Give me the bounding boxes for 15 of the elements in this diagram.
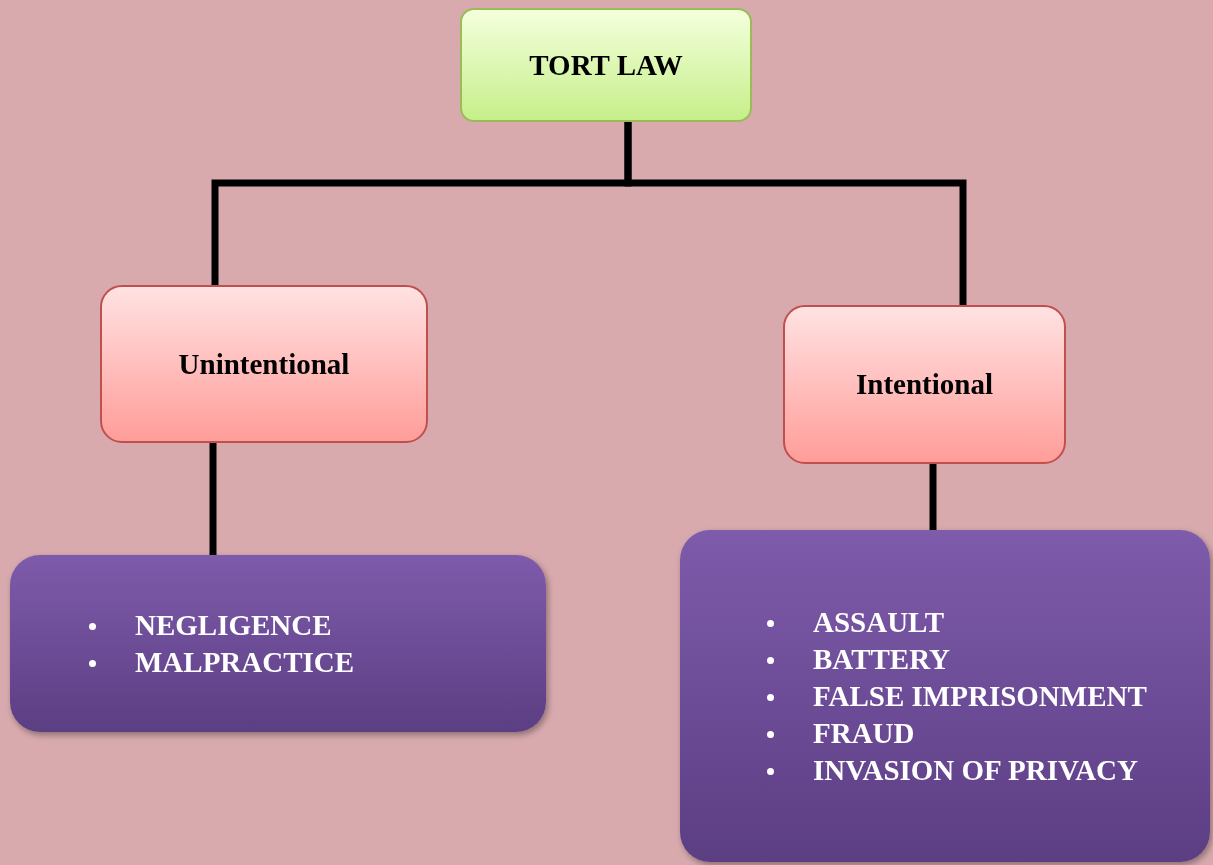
list-item: FRAUD [813, 716, 915, 749]
root-box [460, 8, 752, 122]
list-item: FALSE IMPRISONMENT [813, 679, 1147, 712]
list-item: INVASION OF PRIVACY [813, 753, 1138, 786]
list-box [10, 555, 546, 732]
category-box [100, 285, 428, 443]
category-label: Intentional [856, 368, 993, 401]
list-item: ASSAULT [813, 605, 945, 638]
title-label: TORT LAW [529, 48, 683, 82]
list-item: BATTERY [813, 642, 951, 675]
list-box [680, 530, 1210, 862]
list-item: MALPRACTICE [135, 645, 355, 678]
category-label: Unintentional [178, 347, 350, 381]
category-box [783, 305, 1066, 464]
list-item: NEGLIGENCE [135, 608, 332, 641]
